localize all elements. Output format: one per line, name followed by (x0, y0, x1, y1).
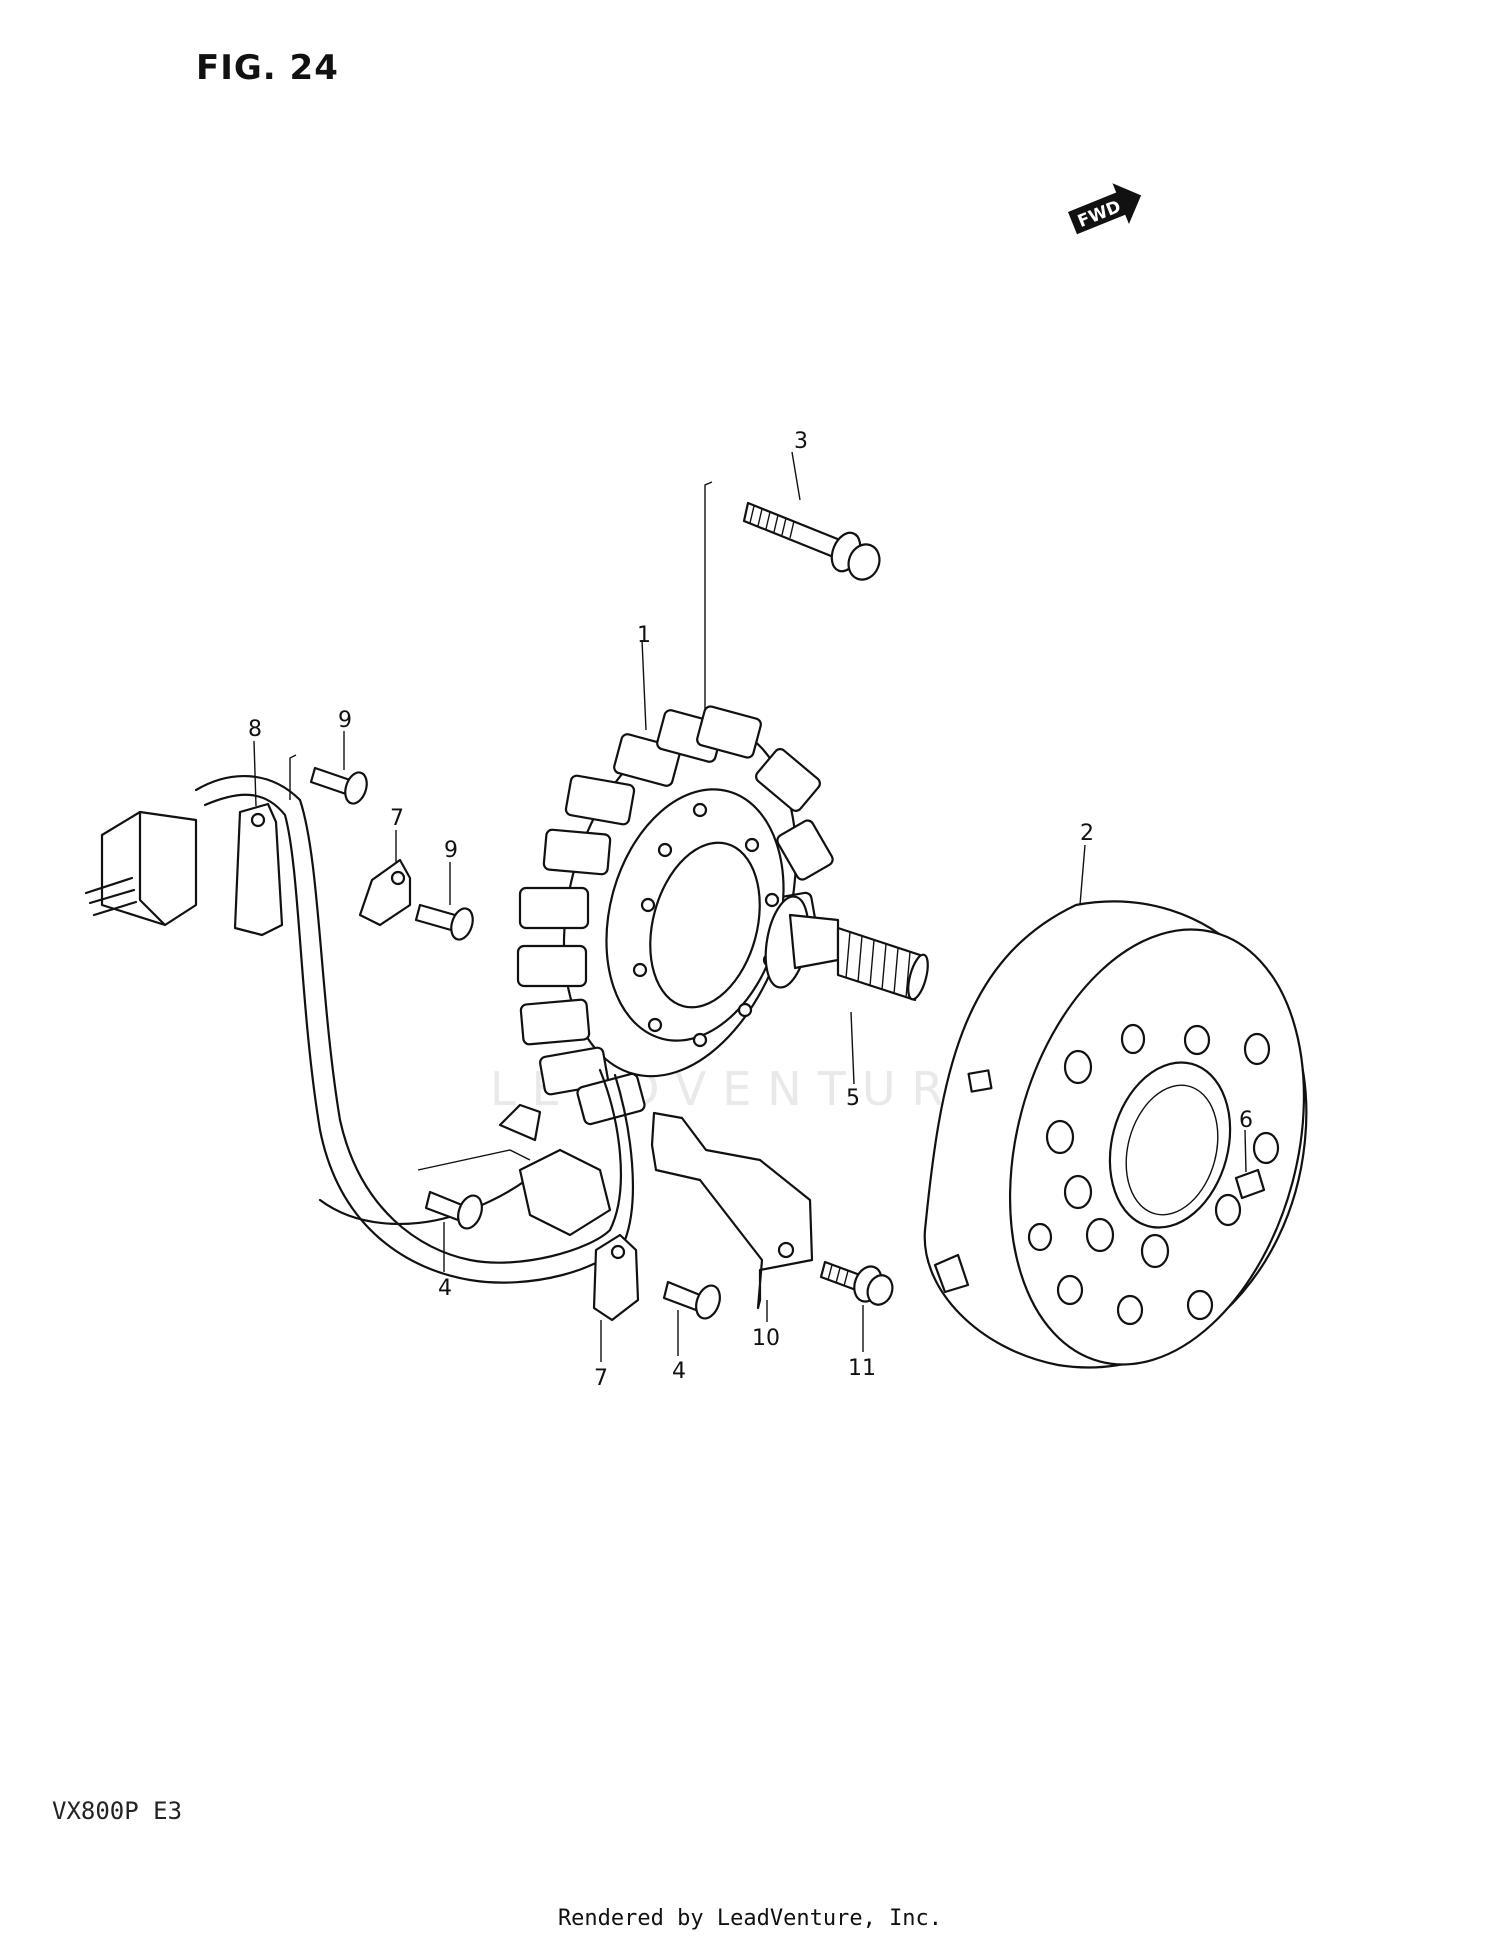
part-5-rotor-bolt[interactable] (759, 893, 931, 1085)
part-1-stator[interactable] (516, 639, 835, 1126)
leader-9a (289, 754, 297, 800)
callout-2[interactable]: 2 (1080, 821, 1094, 846)
connector-small[interactable] (498, 1103, 612, 1237)
model-code: VX800P E3 (52, 1797, 183, 1825)
connector-plug[interactable] (84, 810, 198, 927)
callout-4a[interactable]: 4 (438, 1276, 452, 1301)
callout-6[interactable]: 6 (1239, 1108, 1253, 1133)
figure-title: FIG. 24 (196, 48, 339, 88)
callout-4b[interactable]: 4 (672, 1359, 686, 1384)
callout-7b[interactable]: 7 (594, 1366, 608, 1391)
part-7b-clamp[interactable] (592, 1233, 640, 1362)
callout-8[interactable]: 8 (248, 717, 262, 742)
part-8-clamp-plate[interactable] (233, 740, 284, 937)
callout-5[interactable]: 5 (846, 1086, 860, 1111)
part-11-bolt[interactable] (819, 1260, 896, 1352)
callout-1[interactable]: 1 (637, 623, 651, 648)
part-6-key[interactable] (1234, 1129, 1266, 1200)
part-4b-screw[interactable] (662, 1280, 724, 1356)
callout-3[interactable]: 3 (794, 429, 808, 454)
part-4a-screw[interactable] (424, 1190, 486, 1272)
callout-11[interactable]: 11 (848, 1356, 876, 1381)
footer-credit: Rendered by LeadVenture, Inc. (557, 1906, 943, 1931)
part-7a-clamp[interactable] (358, 830, 412, 927)
callout-labels: 1 2 3 4 4 5 6 7 7 8 9 9 10 11 (248, 429, 1253, 1391)
leader-4a (417, 1149, 531, 1171)
part-2-rotor[interactable] (923, 844, 1350, 1398)
callout-7a[interactable]: 7 (390, 806, 404, 831)
fwd-arrow-icon: FWD (1068, 183, 1142, 235)
part-3-bolt[interactable] (704, 451, 885, 850)
callout-9a[interactable]: 9 (338, 708, 352, 733)
callout-9b[interactable]: 9 (444, 838, 458, 863)
part-10-bracket[interactable] (650, 1111, 814, 1322)
part-9b-screw[interactable] (414, 862, 476, 942)
part-9a-screw[interactable] (309, 731, 370, 806)
callout-10[interactable]: 10 (752, 1326, 780, 1351)
